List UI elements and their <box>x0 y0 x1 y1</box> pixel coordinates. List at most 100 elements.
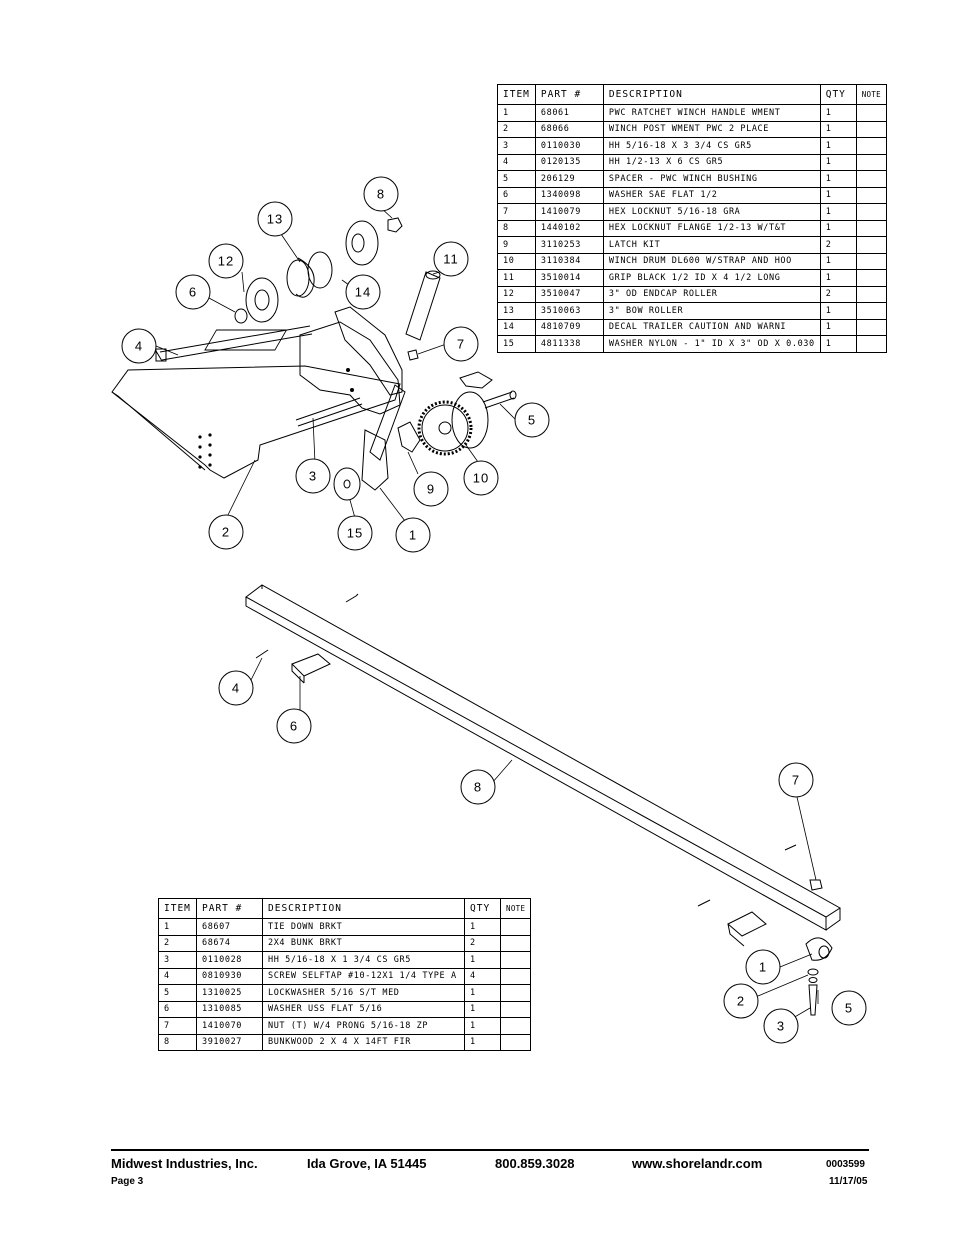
callout-balloon: 6 <box>276 708 312 744</box>
selftap-screw-c <box>784 844 797 851</box>
callout-number: 8 <box>377 187 385 202</box>
callout-circle <box>175 274 211 310</box>
callout-number: 2 <box>222 525 230 540</box>
callout-number: 8 <box>474 780 482 795</box>
callout-circle <box>218 670 254 706</box>
bunkwood-board-bottom <box>245 597 841 931</box>
callout-circle <box>831 990 867 1026</box>
callout-circle <box>763 1008 799 1044</box>
callout-number: 11 <box>443 252 459 267</box>
callout-circle <box>395 517 431 553</box>
locknut-7 <box>407 349 419 361</box>
ratchet-handle-plate <box>361 429 389 491</box>
washer-6b <box>807 968 819 976</box>
callout-balloon: 5 <box>831 990 867 1026</box>
column-header: NOTE <box>855 84 887 105</box>
callout-balloon: 7 <box>778 762 814 798</box>
spacer-5 <box>482 391 515 409</box>
base-holes <box>198 368 354 469</box>
callout-circle <box>121 328 157 364</box>
callout-balloon: 5 <box>514 402 550 438</box>
callout-circle <box>208 514 244 550</box>
callout-number: 7 <box>457 337 465 352</box>
callout-balloon: 4 <box>121 328 157 364</box>
callout-circle <box>460 769 496 805</box>
table-cell: 4811338 <box>534 335 604 353</box>
callout-number: 13 <box>267 212 283 227</box>
t-nut-7 <box>809 879 823 891</box>
endcap-roller-right-inner <box>351 233 365 253</box>
handle-grip <box>405 271 441 341</box>
footer-website: www.shorelandr.com <box>632 1156 763 1171</box>
callout-number: 10 <box>473 471 489 486</box>
endcap-roller-left <box>245 277 279 323</box>
column-header: ITEM <box>497 84 536 105</box>
column-header: DESCRIPTION <box>262 898 465 919</box>
bunk-callout-group: 12 3 4 5 6 7 8 <box>218 670 867 1044</box>
callout-number: 5 <box>528 413 536 428</box>
callout-balloon: 11 <box>433 241 469 277</box>
callout-balloon: 3 <box>295 458 331 494</box>
callout-balloon: 15 <box>337 515 373 551</box>
callout-balloon: 8 <box>363 176 399 212</box>
callout-circle <box>443 326 479 362</box>
table-cell <box>499 1033 532 1051</box>
winch-drum <box>451 391 489 449</box>
callout-number: 4 <box>232 681 240 696</box>
column-header: PART # <box>534 84 604 105</box>
callout-number: 6 <box>189 285 197 300</box>
nylon-washer-15 <box>333 467 361 501</box>
callout-number: 3 <box>309 469 317 484</box>
winch-gear-hub <box>438 421 452 435</box>
callout-number: 15 <box>347 526 363 541</box>
callout-circle <box>363 176 399 212</box>
callout-balloon: 3 <box>763 1008 799 1044</box>
callout-balloon: 6 <box>175 274 211 310</box>
short-bolt <box>295 397 363 427</box>
callout-balloon: 10 <box>463 460 499 496</box>
column-header: QTY <box>819 84 857 105</box>
winch-post-base-outline <box>111 365 401 479</box>
callout-number: 6 <box>290 719 298 734</box>
callout-circle <box>514 402 550 438</box>
bolt-3 <box>808 984 818 1016</box>
selftap-screw-a <box>345 593 359 603</box>
callout-balloon: 4 <box>218 670 254 706</box>
footer-date: 11/17/05 <box>829 1176 868 1187</box>
callout-balloon: 1 <box>745 949 781 985</box>
endcap-roller-left-inner <box>254 289 270 311</box>
table-cell: 1 <box>464 1033 501 1051</box>
callout-number: 3 <box>777 1019 785 1034</box>
callout-circle <box>413 471 449 507</box>
callout-number: 7 <box>792 773 800 788</box>
callout-balloon: 2 <box>208 514 244 550</box>
winch-gear-teeth <box>417 400 473 456</box>
callout-circle <box>463 460 499 496</box>
bunkwood-board <box>245 584 841 918</box>
callout-circle <box>208 243 244 279</box>
callout-balloon: 8 <box>460 769 496 805</box>
callout-number: 1 <box>409 528 417 543</box>
selftap-screw-b <box>255 649 269 659</box>
bolt-head <box>155 348 167 362</box>
footer-divider <box>111 1149 869 1151</box>
callout-balloon: 2 <box>723 983 759 1019</box>
table-cell <box>855 335 887 353</box>
winch-gear <box>421 404 469 452</box>
footer-page-number: Page 3 <box>111 1176 144 1187</box>
table-cell: BUNKWOOD 2 X 4 X 14FT FIR <box>262 1033 465 1051</box>
lockwasher-5 <box>808 977 818 983</box>
